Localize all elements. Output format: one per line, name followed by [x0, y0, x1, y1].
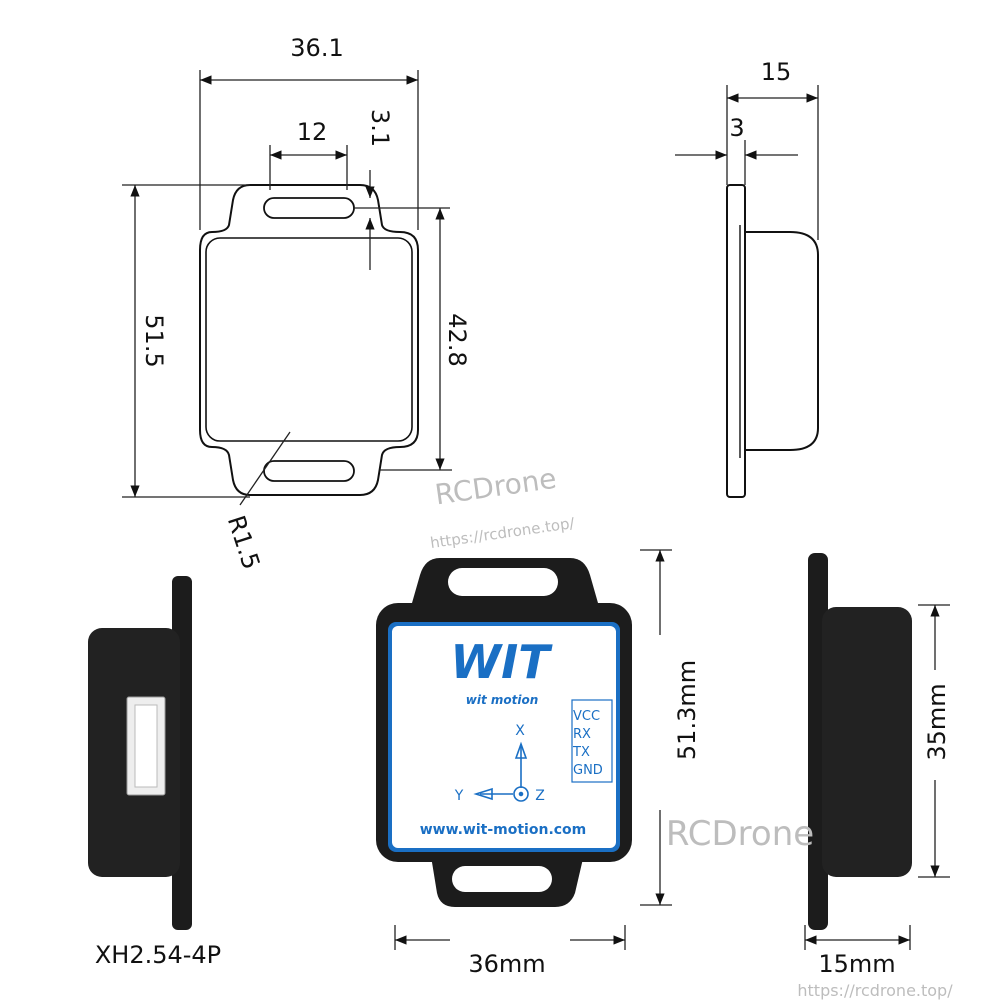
pin-box: [571, 699, 613, 783]
watermark-url-2: https://rcdrone.top/: [797, 981, 953, 1000]
side-depth-label: 15mm: [818, 950, 895, 978]
left-side-photo: [88, 576, 192, 930]
dim-slot-width: 12: [297, 118, 328, 146]
right-side-photo: [808, 553, 912, 930]
dim-body-height: 42.8: [443, 313, 471, 366]
dim-total-height: 51.5: [140, 314, 168, 367]
dimension-lines: [122, 70, 819, 498]
axis-x-label: X: [515, 723, 525, 739]
axis-z-label: Z: [535, 788, 545, 804]
axis-y-label: Y: [454, 788, 464, 804]
connector-label: XH2.54-4P: [95, 941, 221, 969]
watermark-url: https://rcdrone.top/: [429, 514, 577, 552]
dim-side-depth: 15: [761, 58, 792, 86]
watermark-brand-2: RCDrone: [666, 814, 814, 854]
front-photo: WIT wit motion VCC RX TX GND X Y Z www.w…: [376, 558, 632, 907]
dim-width-top: 36.1: [290, 34, 343, 62]
website-label: www.wit-motion.com: [420, 822, 587, 838]
logo-subtitle: wit motion: [466, 693, 539, 707]
pin-rx: RX: [573, 727, 591, 742]
side-height-label: 35mm: [923, 683, 951, 760]
pin-vcc: VCC: [573, 709, 600, 724]
front-width-label: 36mm: [468, 950, 545, 978]
watermark-brand: RCDrone: [433, 462, 559, 512]
dim-slot-offset: 3.1: [366, 109, 394, 147]
wit-logo: WIT: [450, 635, 553, 689]
front-height-label: 51.3mm: [673, 660, 701, 760]
dim-flange-thickness: 3: [729, 114, 744, 142]
front-view-drawing: [199, 184, 419, 506]
side-view-drawing: [726, 184, 819, 498]
axis-icon: [473, 741, 529, 802]
pin-tx: TX: [572, 745, 590, 760]
pin-gnd: GND: [573, 763, 603, 778]
dim-corner-radius: R1.5: [222, 512, 266, 573]
